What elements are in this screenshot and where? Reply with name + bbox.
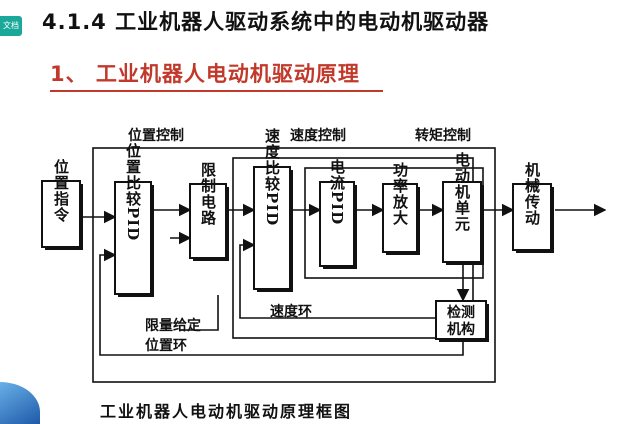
position-feedback-line — [99, 248, 464, 356]
label-speed-control: 速度控制 — [290, 127, 346, 144]
block-speed-pid-text: 速度比较PID — [263, 127, 281, 226]
section-title: 1、 工业机器人电动机驱动原理 — [50, 62, 360, 86]
block-detection: 检测 机构 — [435, 300, 489, 342]
label-position-loop: 位置环 — [145, 337, 187, 354]
label-torque-control: 转矩控制 — [415, 127, 471, 144]
block-current-pid-text: 电流PID — [328, 158, 346, 225]
block-position-pid-text: 位置比较PID — [124, 142, 142, 241]
block-motor-unit-text: 电动机单元 — [453, 151, 471, 232]
block-detection-line1: 检测 — [447, 304, 475, 321]
doc-badge: 文档 — [0, 16, 22, 36]
block-detection-line2: 机构 — [447, 321, 475, 338]
block-current-pid: 电流PID — [319, 158, 357, 269]
block-motor-unit: 电动机单元 — [442, 151, 484, 265]
diagram-caption: 工业机器人电动机驱动原理框图 — [100, 402, 353, 421]
block-limit-circuit-text: 限制电路 — [199, 162, 217, 226]
section-underline — [50, 90, 383, 92]
label-speed-loop: 速度环 — [270, 303, 312, 320]
block-speed-pid: 速度比较PID — [253, 127, 293, 292]
label-position-control: 位置控制 — [128, 127, 184, 144]
block-mechanical-drive-text: 机械传动 — [523, 161, 541, 226]
block-position-pid: 位置比较PID — [114, 142, 154, 297]
block-limit-circuit: 限制电路 — [189, 162, 229, 261]
block-position-command-text: 位置指令 — [52, 158, 70, 223]
label-limit-setting: 限量给定 — [145, 317, 201, 334]
page-title: 4.1.4 工业机器人驱动系统中的电动机驱动器 — [42, 10, 490, 34]
block-power-amp: 功率放大 — [382, 162, 420, 255]
limit-setting-line — [180, 295, 219, 331]
block-position-command: 位置指令 — [41, 158, 83, 250]
block-power-amp-text: 功率放大 — [391, 162, 409, 226]
block-mechanical-drive: 机械传动 — [512, 161, 554, 253]
speed-feedback-line — [239, 238, 435, 319]
position-control-frame — [92, 147, 496, 383]
